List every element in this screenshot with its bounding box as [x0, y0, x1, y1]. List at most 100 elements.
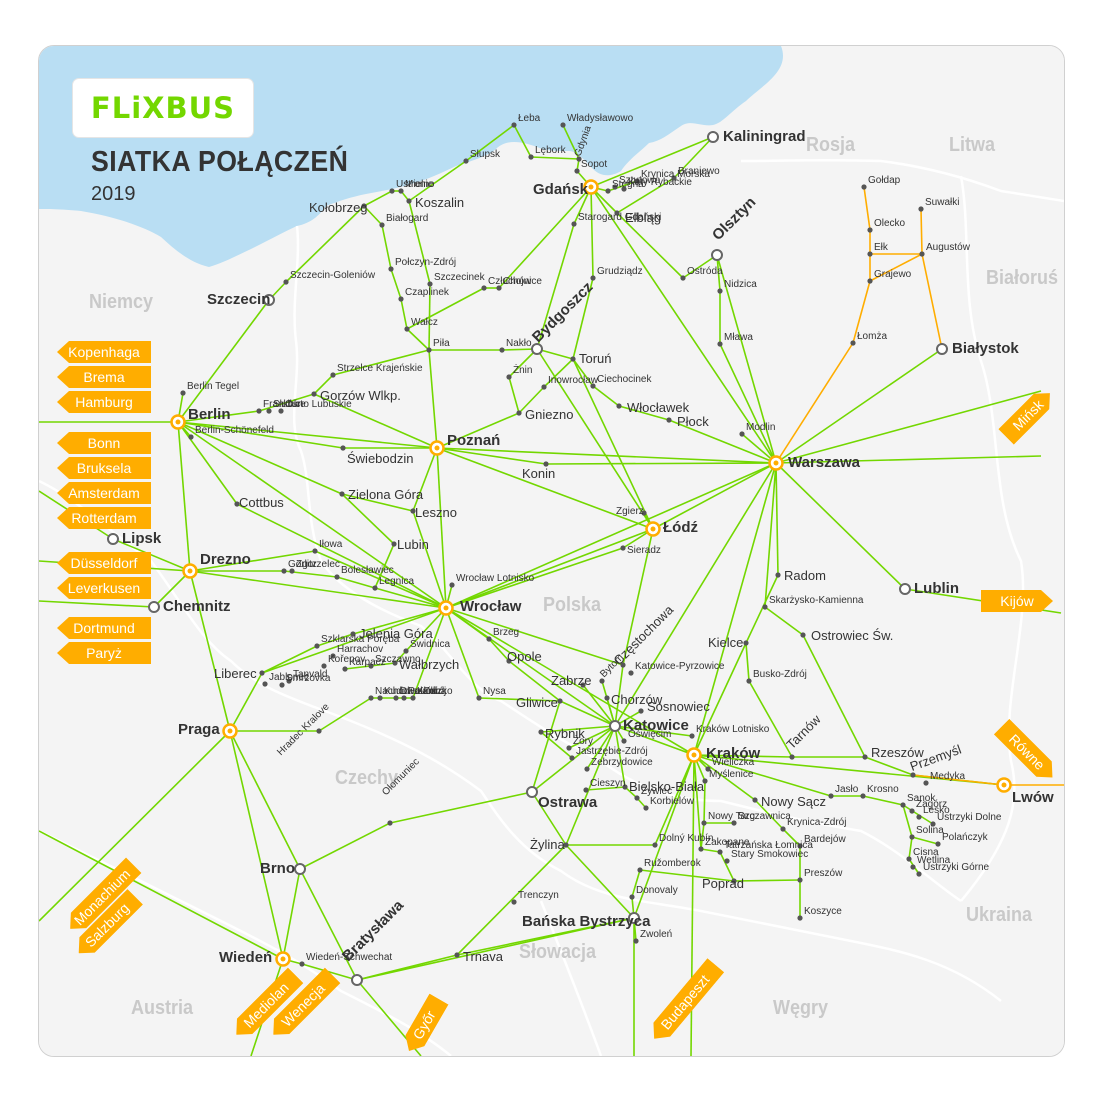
city-marker-chemnitz[interactable] — [148, 601, 160, 613]
city-marker-szczecin[interactable] — [263, 294, 275, 306]
stop-marker-ełk[interactable] — [867, 251, 873, 257]
stop-marker-solina[interactable] — [909, 834, 915, 840]
stop-marker-bolesławiec[interactable] — [334, 574, 340, 580]
stop-marker-gorzów-wlkp-[interactable] — [311, 391, 317, 397]
stop-marker-smr-ovka[interactable] — [279, 682, 285, 688]
stop-marker-elbląg[interactable] — [614, 210, 620, 216]
stop-marker-kąty-rybackie[interactable] — [621, 186, 627, 192]
stop-marker-olomuniec[interactable] — [387, 820, 393, 826]
stop-marker-chorzów[interactable] — [604, 695, 610, 701]
stop-marker-jastrzębie-zdrój[interactable] — [569, 755, 575, 761]
stop-marker-przemyśl[interactable] — [910, 772, 916, 778]
stop-marker-nowy-sącz[interactable] — [752, 797, 758, 803]
stop-marker-preszów[interactable] — [797, 877, 803, 883]
stop-marker-koszyce[interactable] — [797, 915, 803, 921]
stop-marker-słupsk[interactable] — [463, 158, 469, 164]
stop-marker-görlitz[interactable] — [281, 568, 287, 574]
stop-marker-częstochowa[interactable] — [620, 662, 626, 668]
city-marker-lipsk[interactable] — [107, 533, 119, 545]
stop-marker-żory[interactable] — [566, 745, 572, 751]
stop-marker-wetlina[interactable] — [910, 864, 916, 870]
stop-marker-radom[interactable] — [775, 572, 781, 578]
stop-marker-łomża[interactable] — [850, 340, 856, 346]
city-marker-ostrawa[interactable] — [526, 786, 538, 798]
stop-marker-starogard-gdański[interactable] — [571, 221, 577, 227]
airport-marker-modlin[interactable] — [739, 431, 745, 437]
stop-marker-chojnice[interactable] — [496, 285, 502, 291]
stop-marker-ostrowiec-św-[interactable] — [800, 632, 806, 638]
stop-marker-wałbrzych[interactable] — [392, 660, 398, 666]
stop-marker-bielsko-biała[interactable] — [622, 784, 628, 790]
stop-marker-łeba[interactable] — [511, 122, 517, 128]
stop-marker-hradec-kralove[interactable] — [316, 728, 322, 734]
stop-marker-nakło[interactable] — [499, 347, 505, 353]
stop-marker-gołdap[interactable] — [861, 184, 867, 190]
stop-marker-piła[interactable] — [426, 347, 432, 353]
stop-marker-żnin[interactable] — [506, 374, 512, 380]
stop-marker-nidzica[interactable] — [717, 288, 723, 294]
city-marker-kaliningrad[interactable] — [707, 131, 719, 143]
stop-marker-jablonec[interactable] — [262, 681, 268, 687]
stop-marker-gdynia[interactable] — [576, 156, 582, 162]
stop-marker-braniewo[interactable] — [671, 175, 677, 181]
stop-marker-sieradz[interactable] — [620, 545, 626, 551]
badge-kijow[interactable]: Kijów — [981, 590, 1053, 612]
stop-marker-grajewo[interactable] — [867, 278, 873, 284]
stop-marker-sanok[interactable] — [900, 802, 906, 808]
city-marker-lublin[interactable] — [899, 583, 911, 595]
stop-marker-gniezno[interactable] — [516, 410, 522, 416]
stop-marker-mława[interactable] — [717, 341, 723, 347]
city-marker-brno[interactable] — [294, 863, 306, 875]
airport-marker-kraków-lotnisko[interactable] — [689, 733, 695, 739]
stop-marker-zebrzydowice[interactable] — [584, 766, 590, 772]
stop-marker-włocławek[interactable] — [616, 403, 622, 409]
stop-marker-myślenice[interactable] — [702, 778, 708, 784]
stop-marker-szczawnica[interactable] — [731, 820, 737, 826]
stop-marker-lębork[interactable] — [528, 154, 534, 160]
stop-marker-sztutowo[interactable] — [612, 184, 618, 190]
stop-marker-berlin-schönefeld[interactable] — [188, 434, 194, 440]
stop-marker-zagórz[interactable] — [909, 808, 915, 814]
stop-marker-szczawno[interactable] — [368, 663, 374, 669]
stop-marker-kołobrzeg[interactable] — [361, 203, 367, 209]
stop-marker-korbielów[interactable] — [643, 805, 649, 811]
stop-marker-skarżysko-kamienna[interactable] — [762, 604, 768, 610]
stop-marker-wieliczka[interactable] — [705, 766, 711, 772]
badge-dortmund[interactable]: Dortmund — [57, 617, 151, 639]
stop-marker-inowrocław[interactable] — [541, 384, 547, 390]
stop-marker-ośno-lubuskie[interactable] — [278, 408, 284, 414]
stop-marker-strzelce-krajeńskie[interactable] — [330, 372, 336, 378]
stop-marker-krynica-zdrój[interactable] — [780, 826, 786, 832]
city-marker-bydgoszcz[interactable] — [531, 343, 543, 355]
stop-marker-toruń[interactable] — [570, 356, 576, 362]
stop-marker-sosnowiec[interactable] — [638, 708, 644, 714]
stop-marker-stary-smokowiec[interactable] — [724, 858, 730, 864]
stop-marker-trnava[interactable] — [454, 952, 460, 958]
stop-marker-rybnik[interactable] — [538, 729, 544, 735]
stop-marker-białogard[interactable] — [379, 222, 385, 228]
stop-marker-zgierz[interactable] — [641, 510, 647, 516]
stop-marker-bytom[interactable] — [599, 678, 605, 684]
stop-marker-suwałki[interactable] — [918, 206, 924, 212]
badge-leverkusen[interactable]: Leverkusen — [57, 577, 151, 599]
stop-marker-ko-enov[interactable] — [321, 663, 327, 669]
stop-marker-koszalin[interactable] — [406, 198, 412, 204]
stop-marker-świdnica[interactable] — [403, 648, 409, 654]
stop-marker-iłowa[interactable] — [312, 548, 318, 554]
stop-marker-żylina[interactable] — [563, 842, 569, 848]
airport-marker-wrocław-lotnisko[interactable] — [449, 582, 455, 588]
stop-marker-duszniki[interactable] — [393, 695, 399, 701]
stop-marker-szczecin-goleniów[interactable] — [283, 279, 289, 285]
stop-marker-nysa[interactable] — [476, 695, 482, 701]
stop-marker-kudowa-zdrój[interactable] — [377, 695, 383, 701]
badge-amsterdam[interactable]: Amsterdam — [57, 482, 151, 504]
badge-bruksela[interactable]: Bruksela — [57, 457, 151, 479]
stop-marker-ustrzyki-górne[interactable] — [916, 871, 922, 877]
stop-marker-cottbus[interactable] — [234, 501, 240, 507]
stop-marker-tatrzańska-łomnica[interactable] — [717, 849, 723, 855]
stop-marker-konin[interactable] — [543, 461, 549, 467]
stop-marker-zwoleń[interactable] — [633, 938, 639, 944]
city-marker-katowice[interactable] — [609, 720, 621, 732]
stop-marker-grudziądz[interactable] — [590, 275, 596, 281]
stop-marker-słubice[interactable] — [266, 408, 272, 414]
